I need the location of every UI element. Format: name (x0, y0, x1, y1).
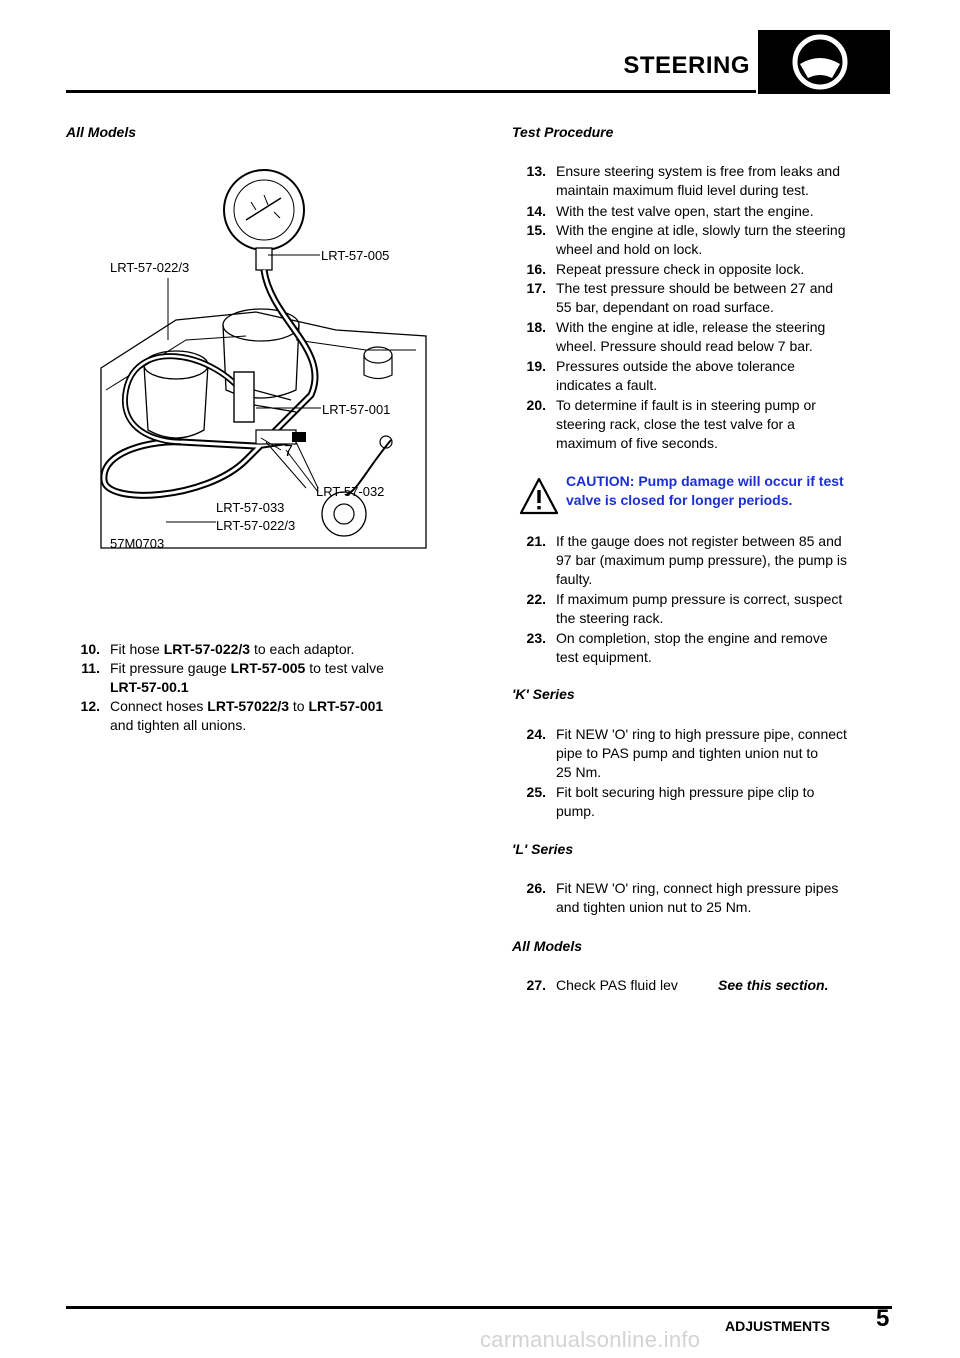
figure-label: LRT-57-033 (216, 500, 284, 515)
step-26: 26. Fit NEW 'O' ring, connect high press… (526, 880, 839, 915)
step-11: 11. Fit pressure gauge LRT-57-005 to tes… (81, 660, 384, 695)
pressure-test-figure: LRT-57-022/3 LRT-57-005 LRT-57-001 7 LRT… (96, 150, 436, 560)
warning-triangle-icon (519, 476, 559, 516)
figure-label: 7 (284, 443, 293, 460)
footer-rule (66, 1306, 892, 1309)
step-24: 24. Fit NEW 'O' ring to high pressure pi… (526, 726, 847, 780)
step-10: 10. Fit hose LRT-57-022/3 to each adapto… (80, 641, 355, 657)
section-title-l-series: 'L' Series (512, 841, 574, 857)
section-title-all-models-2: All Models (512, 938, 583, 954)
header-rule (66, 90, 756, 93)
step-13: 13. Ensure steering system is free from … (526, 163, 841, 198)
section-title-k-series: 'K' Series (512, 686, 575, 702)
figure-code: 57M0703 (110, 536, 164, 551)
figure-label: LRT-57-022/3 (216, 518, 295, 533)
figure-label: LRT-57-022/3 (110, 260, 189, 275)
page-title: STEERING (623, 52, 750, 79)
step-22: 22. If maximum pump pressure is correct,… (526, 591, 843, 626)
step-19: 19. Pressures outside the above toleranc… (526, 358, 795, 393)
section-reference-link[interactable]: See this section. (718, 977, 829, 993)
step-17: 17. The test pressure should be between … (526, 280, 834, 315)
step-21: 21. If the gauge does not register betwe… (526, 533, 847, 587)
section-title-test-procedure: Test Procedure (512, 124, 614, 140)
step-27: 27. Check PAS fluid lev See this section… (526, 977, 829, 993)
figure-label: LRT-57-032 (316, 484, 384, 499)
step-23: 23. On completion, stop the engine and r… (526, 630, 828, 665)
section-title-all-models: All Models (66, 124, 137, 140)
watermark: carmanualsonline.info (480, 1327, 701, 1352)
step-16: 16. Repeat pressure check in opposite lo… (526, 261, 805, 277)
step-14: 14. With the test valve open, start the … (526, 203, 814, 219)
page-number: 5 (876, 1305, 890, 1332)
figure-label: LRT-57-001 (322, 402, 390, 417)
figure-label: LRT-57-005 (321, 248, 389, 263)
footer-section-label: ADJUSTMENTS (724, 1318, 830, 1334)
step-25: 25. Fit bolt securing high pressure pipe… (526, 784, 815, 819)
steering-wheel-icon (758, 30, 890, 94)
step-12: 12. Connect hoses LRT-57022/3 to LRT-57-… (80, 698, 384, 733)
step-20: 20. To determine if fault is in steering… (526, 397, 816, 451)
step-18: 18. With the engine at idle, release the… (526, 319, 826, 354)
step-15: 15. With the engine at idle, slowly turn… (526, 222, 846, 257)
